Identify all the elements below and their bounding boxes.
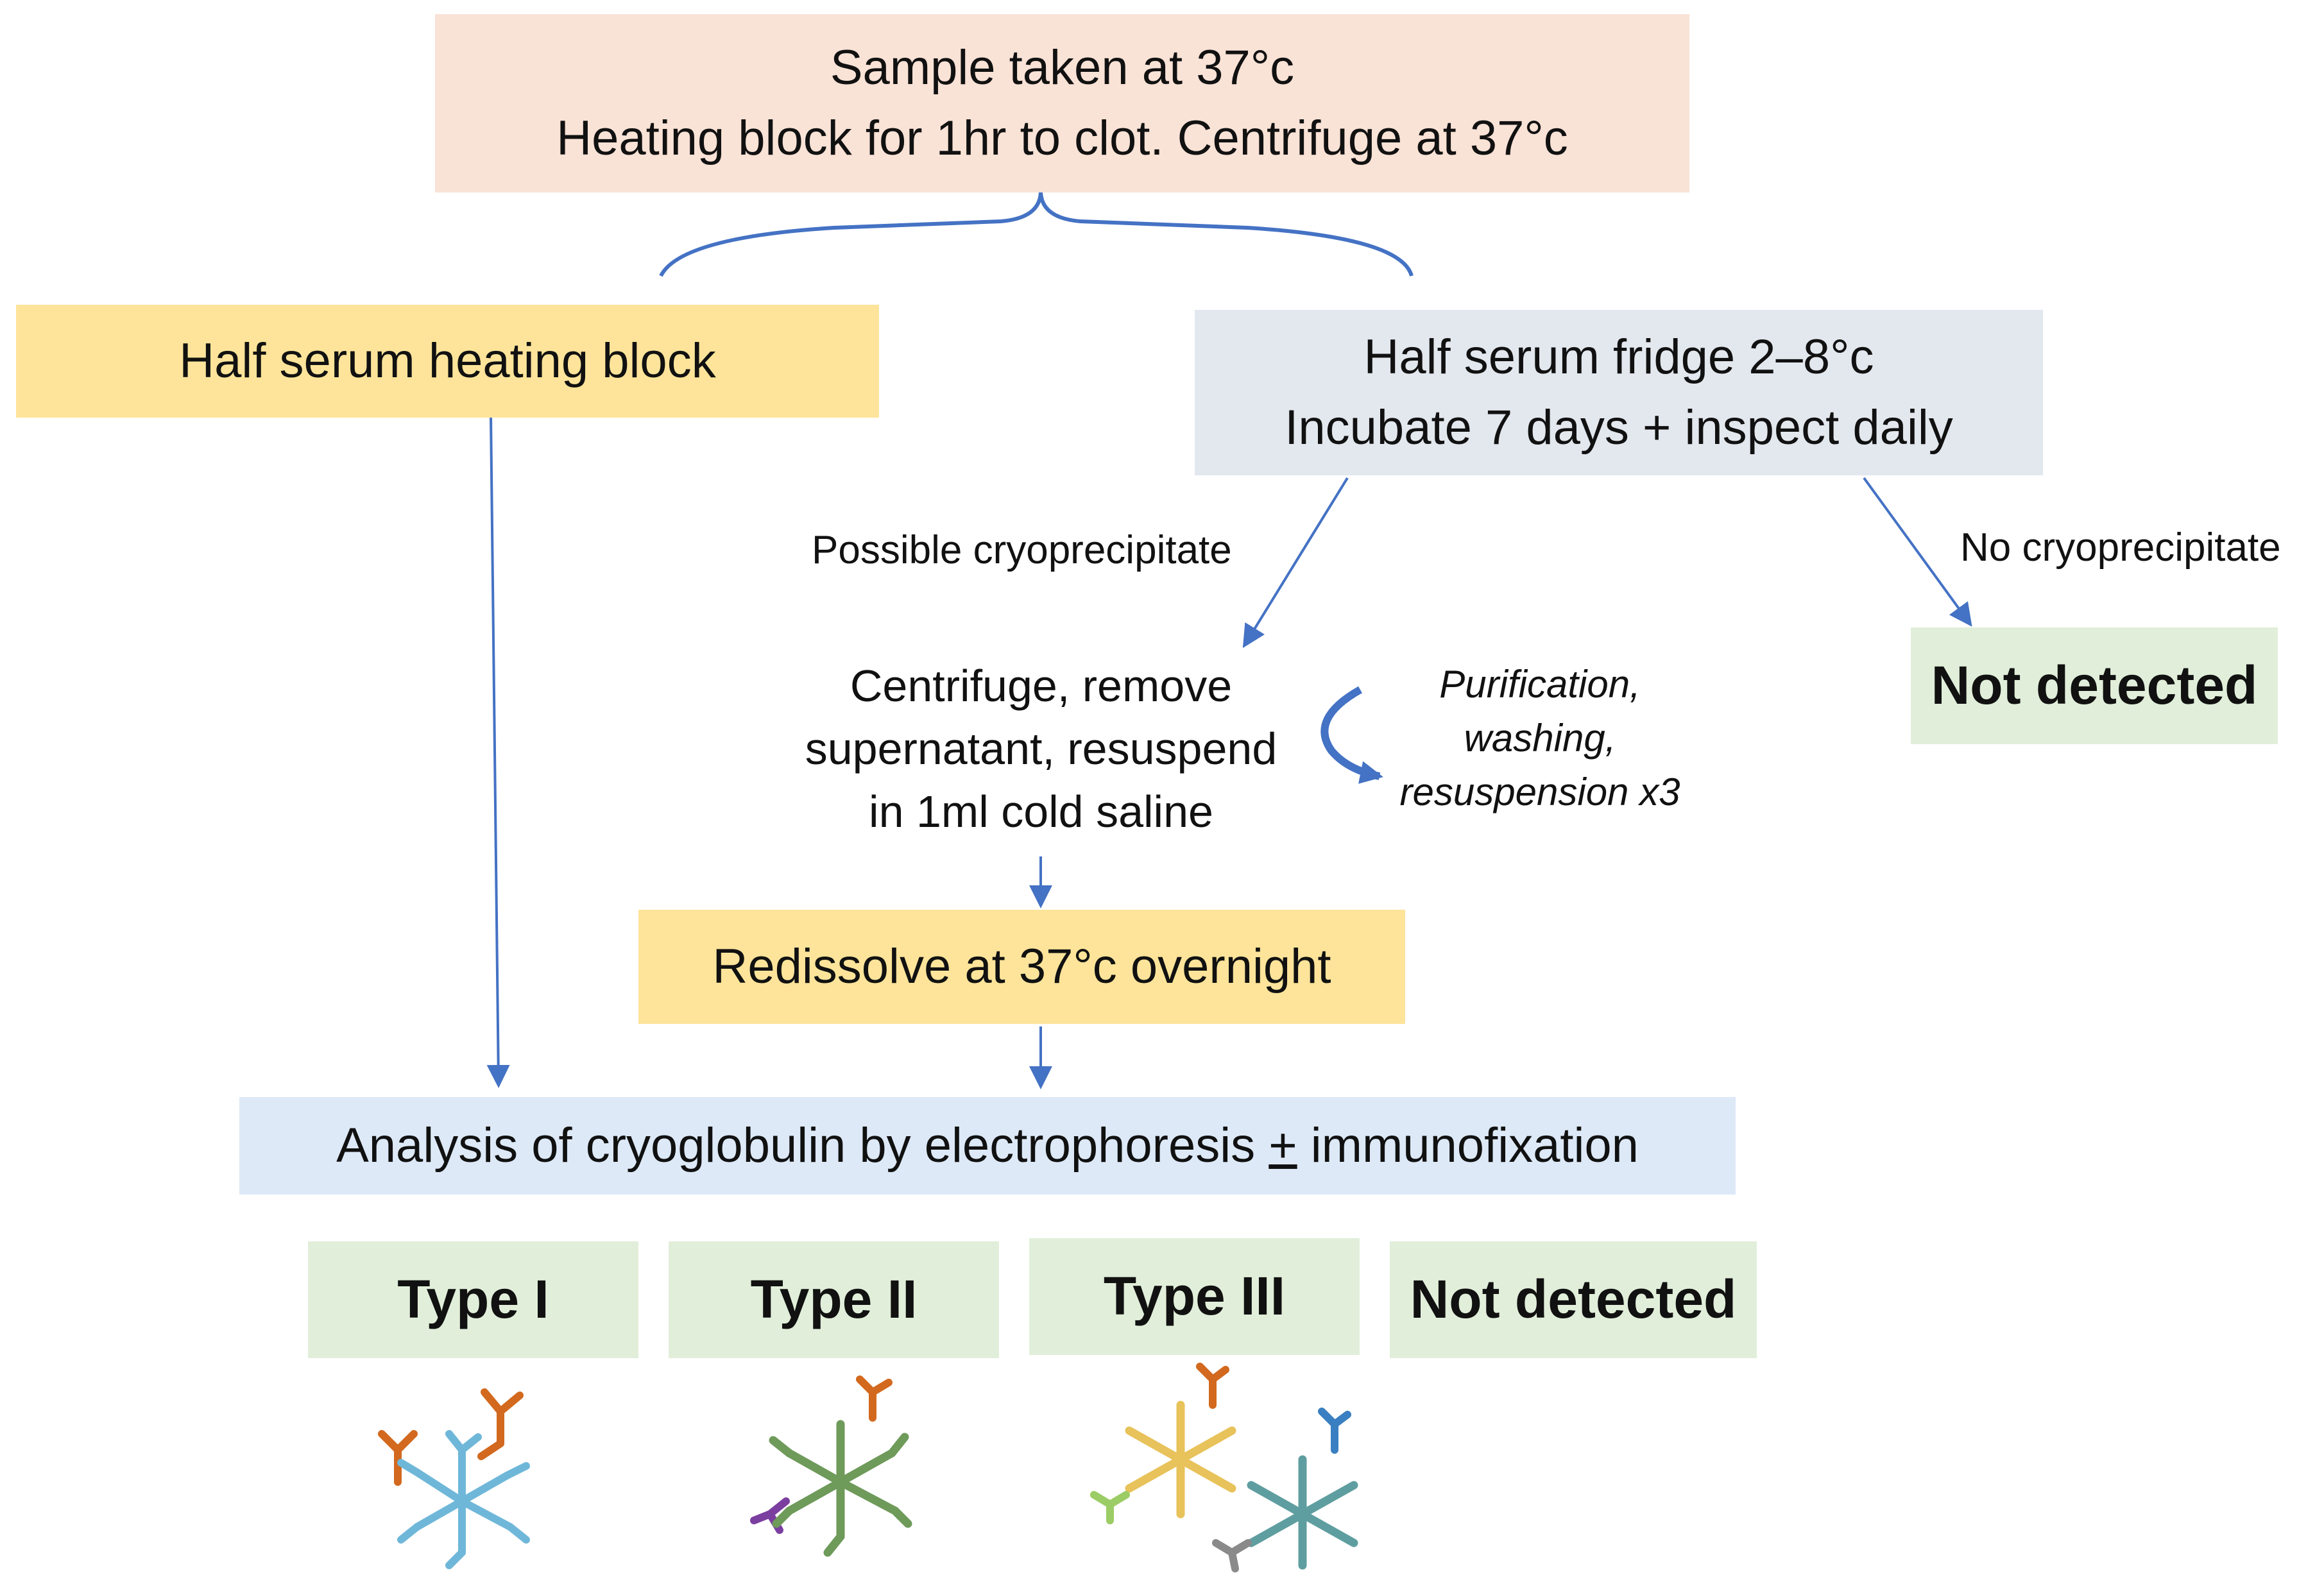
centrifuge-step-text: Centrifuge, remove supernatant, resuspen… (757, 654, 1325, 843)
purification-line-2: washing, (1464, 717, 1616, 760)
type-ii-label: Type II (750, 1269, 918, 1330)
redissolve-box: Redissolve at 37°c overnight (638, 910, 1405, 1024)
fridge-line-1: Half serum fridge 2–8°c (1363, 329, 1874, 384)
plus-minus-symbol: + (1269, 1118, 1297, 1173)
purification-line-3: resuspension x3 (1399, 770, 1680, 813)
not-detected-right-text: Not detected (1931, 655, 2258, 716)
type-ii-antibodies-icon (750, 1375, 912, 1557)
fridge-box: Half serum fridge 2–8°c Incubate 7 days … (1195, 310, 2043, 475)
heating-block-box: Half serum heating block (16, 305, 879, 418)
redissolve-text: Redissolve at 37°c overnight (712, 939, 1331, 994)
split-brace (659, 192, 1414, 277)
purification-loop-arrow (1320, 686, 1383, 784)
possible-cryoprecipitate-label: Possible cryoprecipitate (812, 528, 1232, 572)
analysis-text-after: immunofixation (1297, 1118, 1639, 1173)
sample-line-1: Sample taken at 37°c (830, 40, 1295, 95)
possible-precipitate-arrow (1242, 477, 1349, 649)
centrifuge-line-1: Centrifuge, remove (850, 661, 1233, 711)
purification-line-1: Purification, (1439, 663, 1641, 706)
sample-collection-box: Sample taken at 37°c Heating block for 1… (435, 14, 1689, 192)
analysis-box: Analysis of cryoglobulin by electrophore… (239, 1097, 1736, 1195)
type-i-label: Type I (397, 1269, 549, 1330)
analysis-text-before: Analysis of cryoglobulin by electrophore… (336, 1118, 1269, 1173)
type-iii-label: Type III (1103, 1266, 1286, 1327)
purification-note: Purification, washing, resuspension x3 (1360, 658, 1720, 819)
type-i-antibodies-icon (378, 1388, 530, 1569)
type-iii-antibodies-icon (1090, 1363, 1358, 1572)
type-iii-box: Type III (1029, 1238, 1360, 1355)
type-ii-box: Type II (669, 1241, 999, 1358)
no-precipitate-arrow (1863, 477, 1972, 627)
heating-block-text: Half serum heating block (179, 333, 716, 388)
no-cryoprecipitate-label: No cryoprecipitate (1960, 525, 2281, 570)
centrifuge-line-2: supernatant, resuspend (805, 724, 1277, 774)
not-detected-type-box: Not detected (1390, 1241, 1757, 1358)
centrifuge-line-3: in 1ml cold saline (869, 787, 1213, 837)
type-i-box: Type I (308, 1241, 638, 1358)
fridge-line-2: Incubate 7 days + inspect daily (1285, 400, 1953, 455)
not-detected-result-box: Not detected (1911, 627, 2278, 744)
left-to-analysis-arrow (486, 416, 510, 1088)
not-detected-type-label: Not detected (1410, 1269, 1737, 1330)
analysis-text: Analysis of cryoglobulin by electrophore… (336, 1111, 1639, 1181)
sample-line-2: Heating block for 1hr to clot. Centrifug… (556, 111, 1568, 166)
